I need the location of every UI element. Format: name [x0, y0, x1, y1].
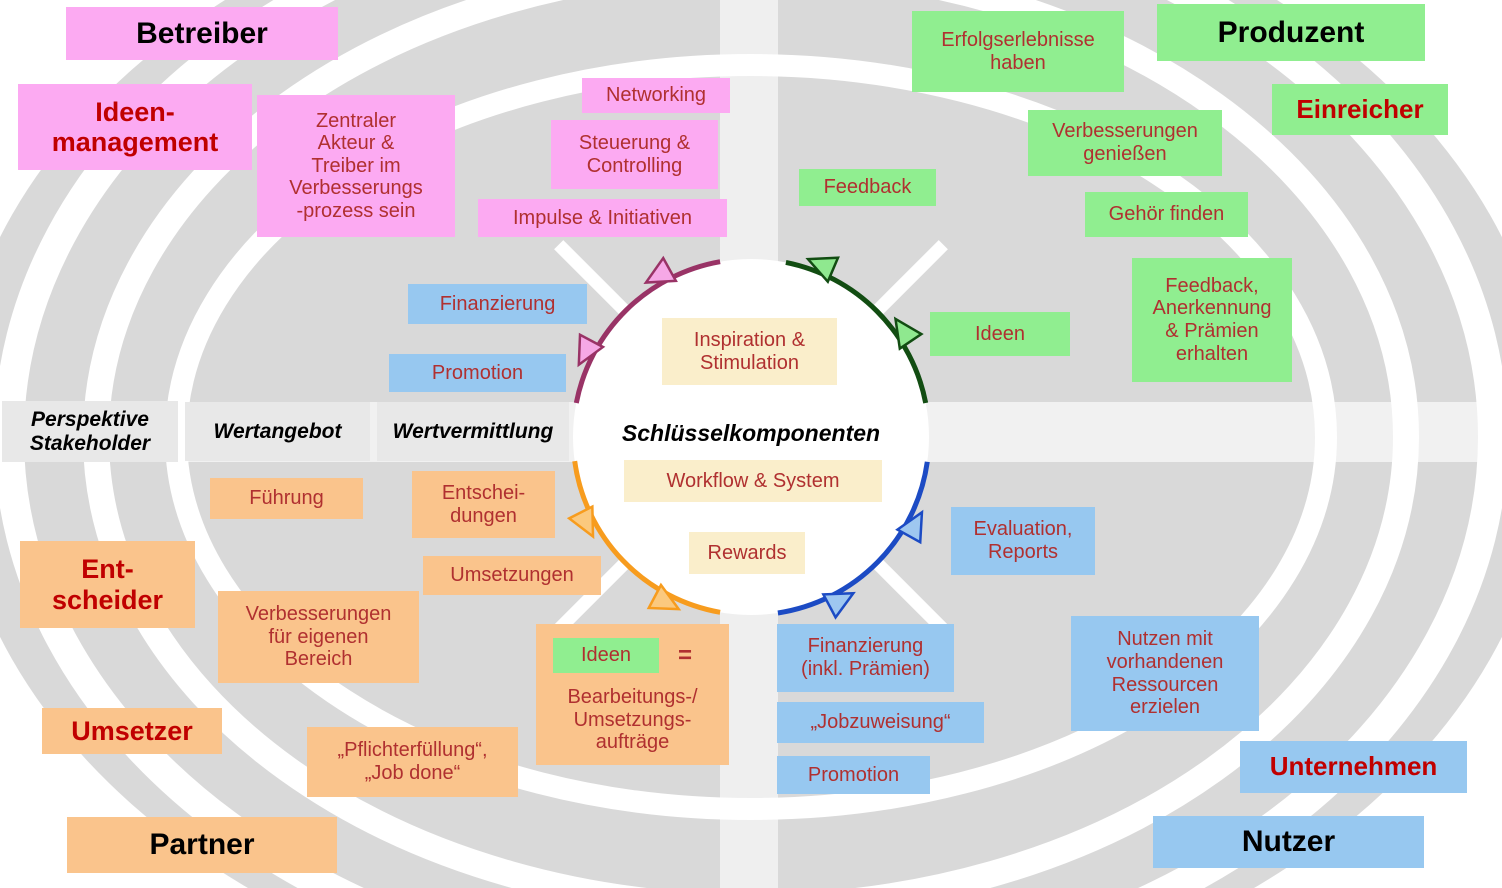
note-ideen-chip: Ideen [553, 638, 659, 673]
note-gehoer-finden: Gehör finden [1085, 192, 1248, 237]
flow-arrows [566, 255, 924, 620]
note-finanzierung-praemien: Finanzierung (inkl. Prämien) [777, 624, 954, 692]
arc-entscheider [572, 460, 721, 615]
note-verbesserungen-geniessen: Verbesserungen genießen [1028, 110, 1222, 176]
center-item-workflow-system: Workflow & System [624, 460, 882, 502]
center-item-inspiration-stimulation: Inspiration & Stimulation [662, 318, 837, 385]
flow-arrow-icon [577, 332, 606, 368]
note-verbesserungen-eigener-bereich: Verbesserungen für eigenen Bereich [218, 591, 419, 683]
quadrant-spokes [554, 240, 948, 634]
arc-unternehmen [777, 461, 930, 616]
role-label-unternehmen: Unternehmen [1240, 741, 1467, 793]
stakeholder-title-partner: Partner [67, 817, 337, 873]
axis-label-perspektive-stakeholder: Perspektive Stakeholder [2, 401, 178, 462]
stakeholder-title-betreiber: Betreiber [66, 7, 338, 60]
flow-arrow-icon [805, 256, 840, 284]
spoke-top-right [873, 240, 948, 315]
note-ideen: Ideen [930, 312, 1070, 356]
note-zentraler-akteur: Zentraler Akteur & Treiber im Verbesseru… [257, 95, 455, 237]
axis-label-wertangebot: Wertangebot [185, 402, 370, 461]
note-pflichterfuellung-job-done: „Pflichterfüllung“, „Job done“ [307, 727, 518, 797]
note-promotion-unten: Promotion [777, 756, 930, 794]
arc-produzent [785, 259, 929, 404]
note-entscheidungen: Entschei- dungen [412, 471, 555, 538]
flow-arrow-icon [566, 504, 595, 540]
flow-arrow-icon [643, 255, 678, 284]
note-finanzierung: Finanzierung [408, 284, 587, 324]
axis-label-wertvermittlung: Wertvermittlung [377, 402, 569, 461]
note-fuehrung: Führung [210, 478, 363, 519]
role-label-ideenmanagement: Ideen- management [18, 84, 252, 170]
axis-label-schluesselkomponenten: Schlüsselkomponenten [621, 420, 881, 446]
note-nutzen-ressourcen: Nutzen mit vorhandenen Ressourcen erziel… [1071, 616, 1259, 731]
note-promotion-oben: Promotion [389, 354, 566, 392]
note-feedback-anerkennung-praemien: Feedback, Anerkennung & Prämien erhalten [1132, 258, 1292, 382]
note-networking: Networking [582, 78, 730, 113]
spoke-bottom-right [873, 559, 948, 634]
flow-arrow-icon [646, 582, 682, 611]
spoke-top-left [554, 240, 629, 315]
note-evaluation-reports: Evaluation, Reports [951, 507, 1095, 575]
note-umsetzungen: Umsetzungen [423, 556, 601, 595]
stakeholder-title-produzent: Produzent [1157, 4, 1425, 61]
note-jobzuweisung: „Jobzuweisung“ [777, 702, 984, 743]
note-erfolgserlebnisse: Erfolgserlebnisse haben [912, 11, 1124, 92]
flow-arrow-icon [821, 591, 856, 620]
arc-betreiber [573, 259, 721, 404]
flow-arrow-icon [893, 316, 924, 351]
note-feedback: Feedback [799, 169, 936, 206]
note-ideen-gleich-auftraege: Ideen = Bearbeitungs-/ Umsetzungs- auftr… [536, 624, 729, 765]
note-steuerung-controlling: Steuerung & Controlling [551, 120, 718, 189]
role-label-umsetzer: Umsetzer [42, 708, 222, 754]
note-bearbeitungs-umsetzungs-auftraege: Bearbeitungs-/ Umsetzungs- aufträge [567, 686, 698, 754]
equals-sign: = [677, 641, 692, 669]
center-item-rewards: Rewards [689, 532, 805, 574]
stakeholder-title-nutzer: Nutzer [1153, 816, 1424, 868]
flow-arrow-icon [895, 509, 924, 545]
note-impulse-initiativen: Impulse & Initiativen [478, 199, 727, 237]
spoke-bottom-left [554, 559, 629, 634]
role-label-einreicher: Einreicher [1272, 84, 1448, 135]
role-label-entscheider: Ent- scheider [20, 541, 195, 628]
